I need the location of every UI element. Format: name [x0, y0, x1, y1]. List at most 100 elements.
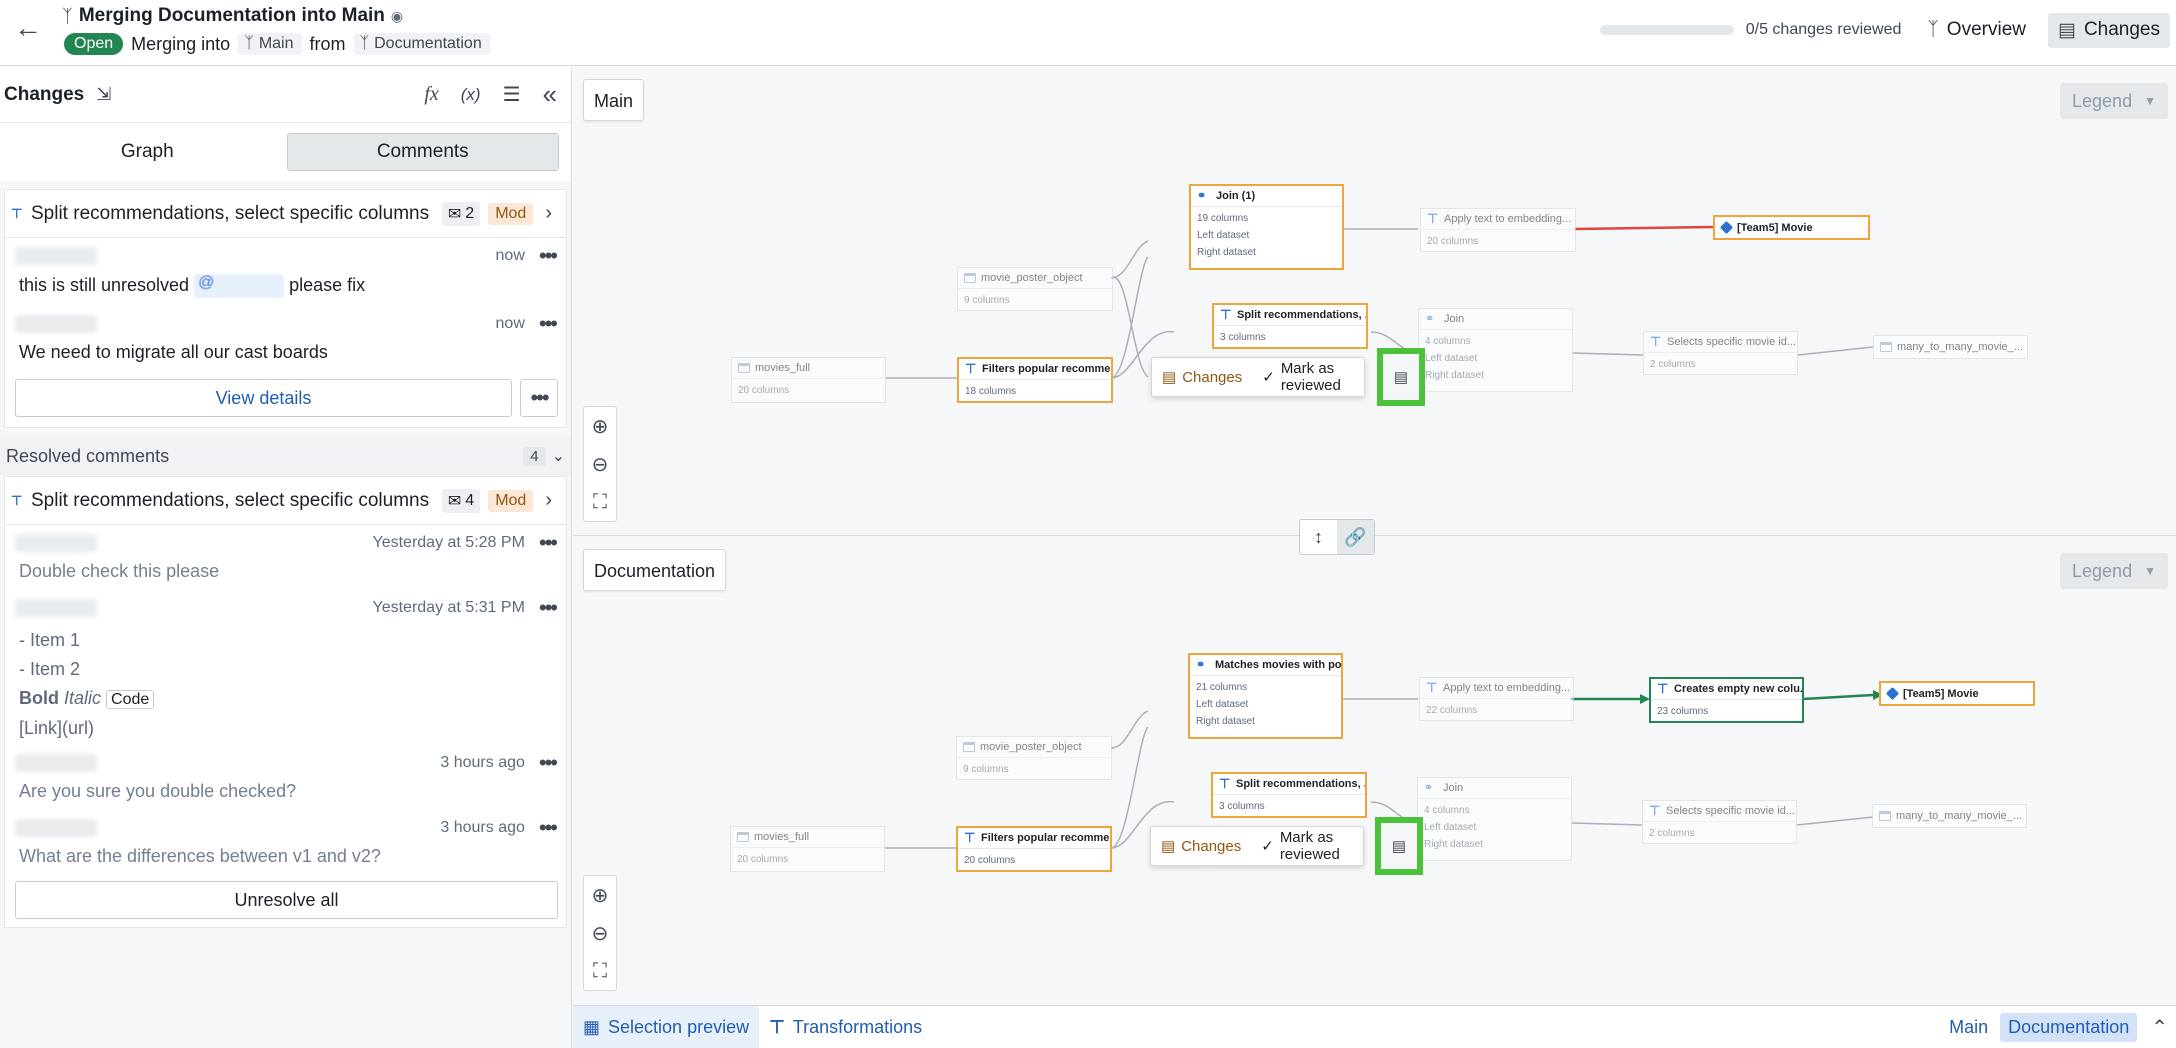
join-icon: ⚭: [1424, 782, 1434, 794]
tab-graph[interactable]: Graph: [120, 141, 174, 162]
node-columns: 3 columns: [1220, 332, 1266, 343]
node-matches-movies[interactable]: ⚭Matches movies with pos... 21 columnsLe…: [1188, 653, 1343, 739]
node-title: Selects specific movie id...: [1667, 336, 1796, 348]
mark-reviewed-button[interactable]: ✓Mark as reviewed: [1252, 358, 1364, 396]
tab-transformations[interactable]: ⊤ Transformations: [759, 1006, 932, 1048]
more-options-icon[interactable]: •••: [538, 750, 558, 775]
node-team5-movie[interactable]: [Team5] Movie: [1713, 215, 1870, 240]
node-columns: 20 columns: [964, 855, 1016, 866]
back-arrow-icon[interactable]: ←: [14, 12, 42, 43]
node-many-to-many[interactable]: many_to_many_movie_...: [1872, 804, 2027, 828]
comment-text: What are the differences between v1 and …: [19, 846, 381, 866]
node-apply-text[interactable]: ⊤Apply text to embedding... 22 columns: [1419, 677, 1574, 721]
comment-text: Double check this please: [19, 561, 220, 581]
transform-icon: ⊤: [1220, 307, 1232, 322]
merge-icon: ᛉ: [62, 5, 73, 26]
resolved-comments-toggle[interactable]: Resolved comments 4 ⌄: [0, 436, 571, 476]
node-movies-full[interactable]: movies_full 20 columns: [730, 826, 885, 872]
tab-selection-preview[interactable]: ▦ Selection preview: [573, 1006, 760, 1048]
more-actions-button[interactable]: •••: [520, 379, 558, 417]
add-comment-button[interactable]: ▤: [1375, 817, 1423, 875]
status-badge: Open: [64, 33, 124, 55]
node-columns: 18 columns: [965, 386, 1017, 397]
transform-icon: ⊤: [11, 492, 23, 508]
variable-icon[interactable]: (x): [460, 84, 481, 104]
tab-comments[interactable]: Comments: [286, 133, 559, 171]
expand-up-icon[interactable]: ⌃: [2151, 1016, 2168, 1039]
comment-icon: ✉: [447, 205, 462, 223]
chevron-right-icon[interactable]: ›: [545, 489, 552, 511]
comment-text: this is still unresolved @ please fix: [15, 268, 556, 304]
add-comment-button[interactable]: ▤: [1377, 348, 1425, 406]
function-icon[interactable]: fx: [424, 83, 439, 105]
node-split-recommendations[interactable]: ⊤Split recommendations, ... 3 columns: [1212, 303, 1368, 349]
link-text: [Link](url): [19, 718, 95, 738]
view-details-button[interactable]: View details: [15, 379, 512, 417]
changes-button[interactable]: ▤Changes: [1152, 358, 1252, 396]
comment: Yesterday at 5:28 PM ••• Double check th…: [5, 525, 566, 590]
node-selects-movie-id[interactable]: ⊤Selects specific movie id... 2 columns: [1642, 800, 1797, 844]
changes-label: Changes: [1182, 368, 1243, 386]
dataset-icon: [737, 832, 749, 842]
node-movie-poster[interactable]: movie_poster_object 9 columns: [956, 736, 1112, 780]
mark-reviewed-button[interactable]: ✓Mark as reviewed: [1251, 827, 1363, 865]
more-options-icon[interactable]: •••: [538, 595, 558, 620]
more-options-icon[interactable]: •••: [538, 815, 558, 840]
vertical-split-icon[interactable]: ↕: [1314, 526, 1323, 547]
node-creates-empty-column[interactable]: ⊤Creates empty new colu... 23 columns: [1649, 677, 1804, 723]
zoom-out-icon[interactable]: ⊖: [591, 453, 609, 476]
zoom-in-icon[interactable]: ⊕: [591, 884, 609, 907]
more-options-icon[interactable]: •••: [538, 311, 558, 336]
graph-pane-documentation[interactable]: Documentation Legend▼ ⚭Matches movies wi…: [573, 537, 2176, 1005]
zoom-out-icon[interactable]: ⊖: [591, 922, 609, 945]
node-filters-popular[interactable]: ⊤Filters popular recomme... 20 columns: [956, 826, 1112, 872]
more-options-icon[interactable]: •••: [538, 530, 558, 555]
branch-main-button[interactable]: Main: [1949, 1016, 1989, 1037]
dataset-icon: [963, 742, 975, 752]
node-right-input: Right dataset: [1196, 716, 1255, 727]
collapse-icon[interactable]: «: [542, 79, 557, 109]
node-columns: 4 columns: [1424, 805, 1470, 816]
fit-view-icon[interactable]: ⛶: [593, 959, 607, 982]
target-branch-chip[interactable]: ᛉ Main: [238, 33, 302, 55]
unresolve-all-button[interactable]: Unresolve all: [15, 881, 558, 919]
branch-toggle: Main Documentation ⌃: [1941, 1012, 2176, 1042]
legend-button[interactable]: Legend▼: [2060, 83, 2168, 119]
node-movies-full[interactable]: movies_full 20 columns: [731, 357, 886, 403]
changes-icon: ▤: [2057, 19, 2076, 41]
node-team5-movie[interactable]: [Team5] Movie: [1879, 681, 2035, 706]
resolved-thread: ⊤ Split recommendations, select specific…: [4, 476, 567, 928]
more-options-icon[interactable]: •••: [538, 243, 558, 268]
panel-tabs: Graph Comments: [0, 123, 571, 181]
legend-button[interactable]: Legend▼: [2060, 553, 2168, 589]
node-columns: 21 columns: [1196, 682, 1248, 693]
user-mention[interactable]: @: [194, 274, 285, 298]
node-many-to-many[interactable]: many_to_many_movie_...: [1873, 335, 2028, 359]
comment-text-before: this is still unresolved: [19, 274, 190, 295]
chevron-right-icon[interactable]: ›: [545, 202, 552, 224]
node-filters-popular[interactable]: ⊤Filters popular recomme... 18 columns: [957, 357, 1113, 403]
node-selects-movie-id[interactable]: ⊤Selects specific movie id... 2 columns: [1643, 331, 1798, 375]
branch-documentation-button[interactable]: Documentation: [2000, 1012, 2138, 1042]
zoom-in-icon[interactable]: ⊕: [591, 415, 609, 438]
thread-header[interactable]: ⊤ Split recommendations, select specific…: [5, 190, 566, 238]
tab-changes[interactable]: ▤ Changes: [2047, 12, 2170, 48]
fit-view-icon[interactable]: ⛶: [593, 490, 607, 513]
export-icon[interactable]: ⇲: [96, 84, 112, 104]
node-popover: ▤Changes ✓Mark as reviewed: [1150, 826, 1364, 866]
source-branch-chip[interactable]: ᛉ Documentation: [353, 33, 490, 55]
changes-button[interactable]: ▤Changes: [1151, 827, 1251, 865]
node-split-recommendations[interactable]: ⊤Split recommendations, ... 3 columns: [1211, 772, 1367, 818]
link-icon[interactable]: 🔗: [1337, 520, 1374, 554]
sliders-icon[interactable]: ☰: [502, 84, 521, 106]
thread-header[interactable]: ⊤ Split recommendations, select specific…: [5, 477, 566, 525]
node-movie-poster[interactable]: movie_poster_object 9 columns: [957, 267, 1113, 311]
node-apply-text[interactable]: ⊤Apply text to embedding... 20 columns: [1420, 208, 1576, 252]
node-left-input: Left dataset: [1424, 822, 1477, 833]
tab-overview[interactable]: ᛉ Overview: [1917, 13, 2036, 47]
